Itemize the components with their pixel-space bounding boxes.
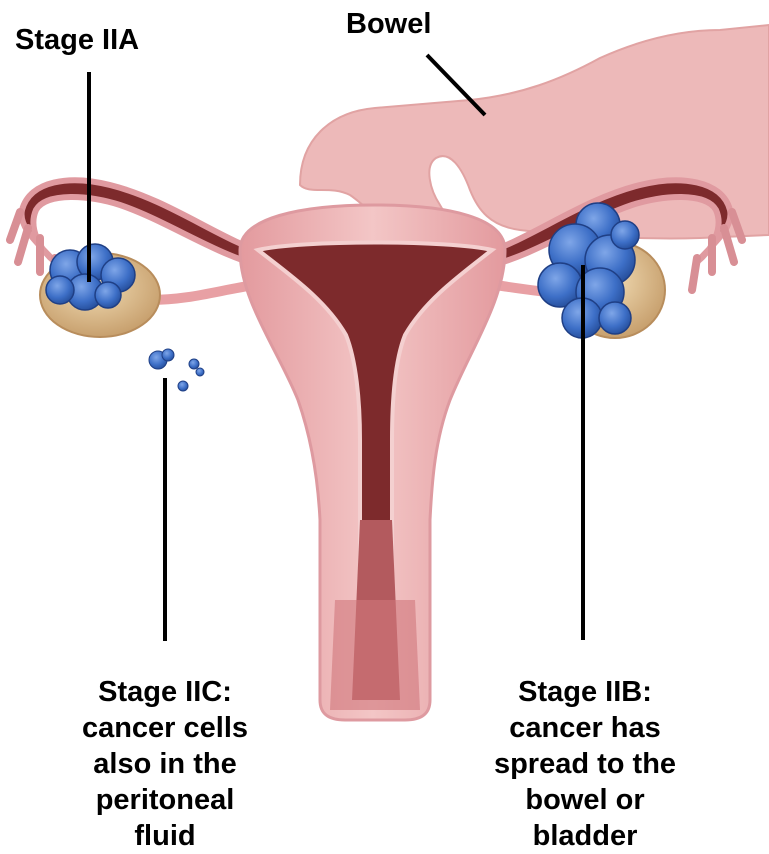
stage-iia-label: Stage IIA (15, 22, 139, 58)
peritoneal-cancer-cells (149, 349, 204, 391)
stage-iic-line: fluid (40, 818, 290, 854)
stage-iic-line: Stage IIC: (40, 674, 290, 710)
stage-iic-line: peritoneal (40, 782, 290, 818)
left-ovarian-ligament (150, 285, 255, 300)
bowel-label: Bowel (346, 6, 431, 42)
stage-iib-line: cancer has (455, 710, 715, 746)
stage-iib-line: bladder (455, 818, 715, 854)
stage-iia-text: Stage IIA (15, 22, 139, 58)
stage-iic-line: also in the (40, 746, 290, 782)
stage-iib-line: spread to the (455, 746, 715, 782)
stage-iib-line: bowel or (455, 782, 715, 818)
stage-iic-label: Stage IIC: cancer cells also in the peri… (40, 674, 290, 854)
cervix (330, 600, 420, 710)
bowel-text: Bowel (346, 6, 431, 42)
stage-iib-label: Stage IIB: cancer has spread to the bowe… (455, 674, 715, 854)
stage-iic-line: cancer cells (40, 710, 290, 746)
stage-iib-line: Stage IIB: (455, 674, 715, 710)
